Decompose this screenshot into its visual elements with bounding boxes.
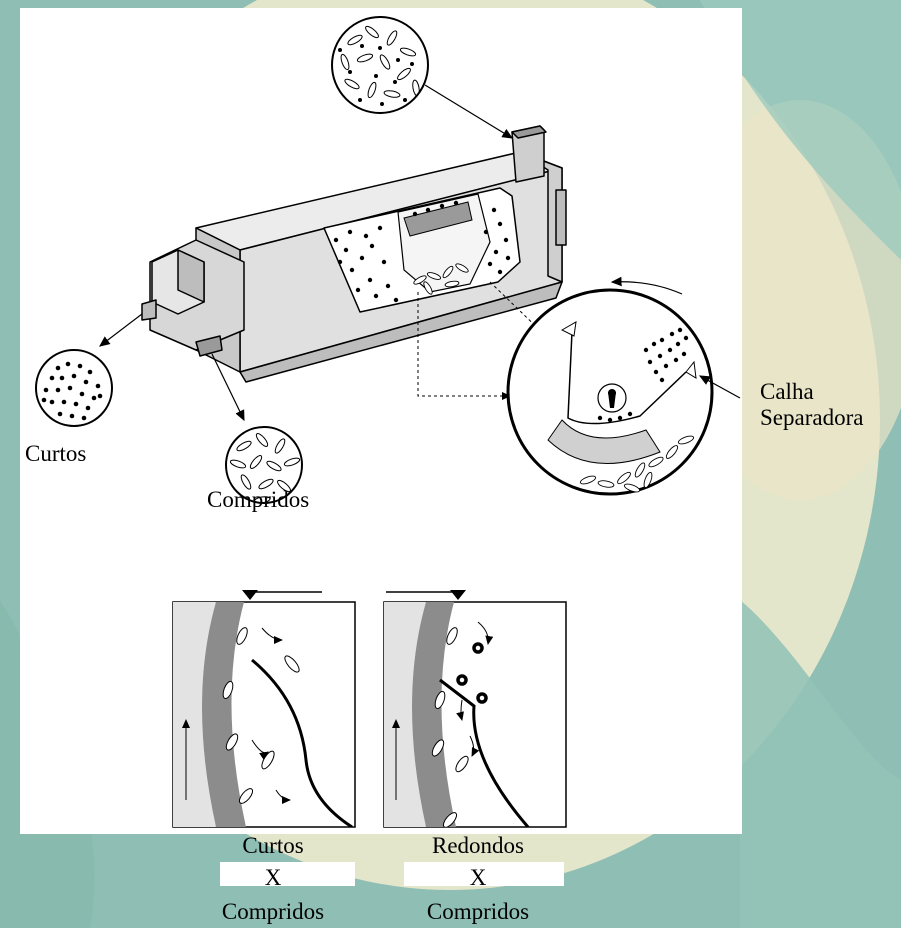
comparison-1-middle: X [208,866,338,889]
magnified-cross-section [508,282,712,494]
comparison-2-top: Redondos [408,834,548,857]
short-grains-label: Curtos [25,442,86,465]
long-grains-label: Compridos [207,488,309,511]
trough-label-line2: Separadora [760,406,863,429]
comparison-2-bottom: Compridos [408,900,548,923]
comparison-2-middle: X [408,866,548,889]
trough-label-line1: Calha [760,380,814,403]
comparison-1-top: Curtos [208,834,338,857]
comparison-1-bottom: Compridos [208,900,338,923]
cylinder-separator-machine [142,126,566,382]
comparison-panel-short-vs-long [173,590,355,827]
comparison-panel-round-vs-long [384,590,566,829]
